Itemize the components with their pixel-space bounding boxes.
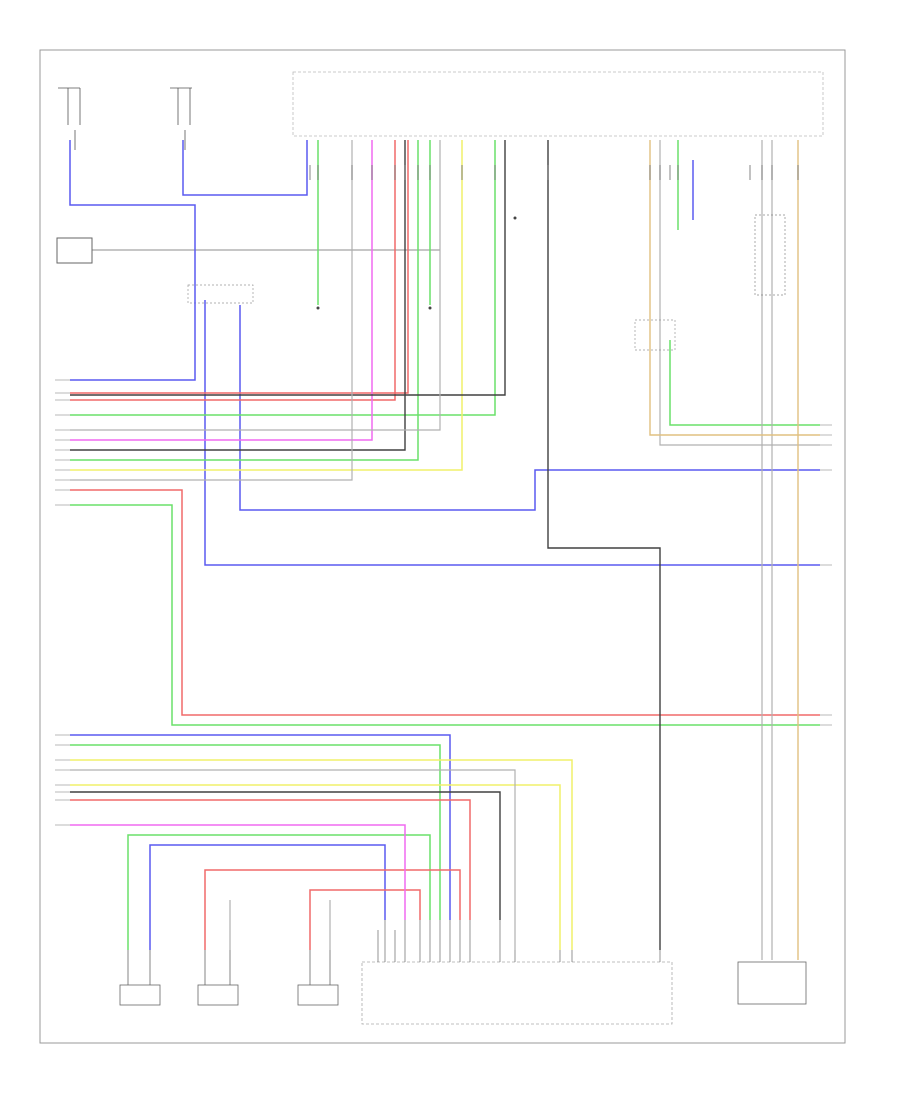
wire-gray bbox=[70, 140, 820, 960]
left-dashed-connector bbox=[187, 284, 254, 304]
wire-yellow bbox=[70, 140, 573, 950]
speaker-right-front bbox=[297, 950, 339, 1006]
diagram-frame bbox=[39, 49, 846, 1044]
left-edge-terminals bbox=[55, 379, 70, 826]
speaker-left-rear bbox=[197, 950, 239, 1006]
top-module-box bbox=[292, 71, 824, 137]
top-left-switch-2 bbox=[170, 87, 192, 150]
wire-black bbox=[70, 140, 661, 950]
top-connector-pins bbox=[309, 165, 799, 180]
wire-tan bbox=[649, 140, 820, 960]
wire-red bbox=[70, 140, 820, 950]
wire-green bbox=[70, 140, 820, 950]
right-edge-terminals bbox=[820, 424, 832, 726]
speaker-left-front bbox=[119, 950, 161, 1006]
mid-right-dashed-box bbox=[634, 319, 676, 351]
wire-pink bbox=[70, 140, 406, 920]
terminal-dots bbox=[316, 216, 517, 310]
wire-blue bbox=[69, 140, 820, 950]
top-left-switch-1 bbox=[58, 87, 81, 150]
right-splice-box bbox=[754, 214, 786, 296]
amplifier-pins bbox=[377, 920, 661, 962]
bottom-right-component bbox=[737, 961, 807, 1005]
left-component-box bbox=[56, 237, 93, 264]
amplifier-box bbox=[361, 961, 673, 1025]
